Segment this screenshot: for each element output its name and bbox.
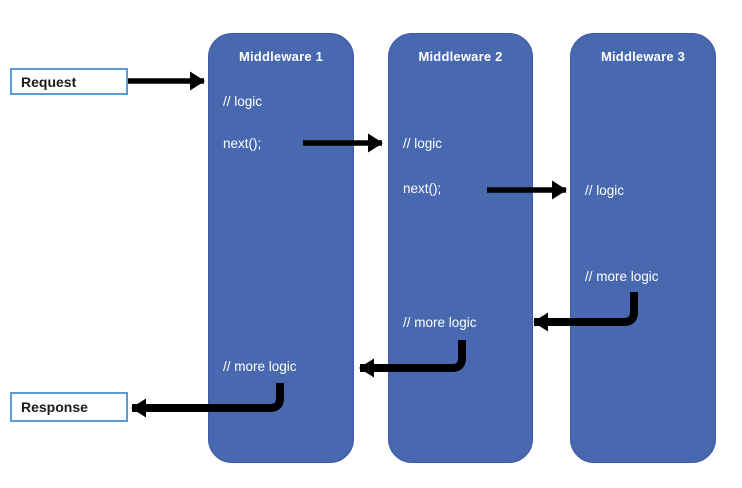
middleware-3-more-logic: // more logic (585, 269, 659, 284)
response-label: Response (21, 399, 88, 415)
middleware-3-logic: // logic (585, 183, 625, 198)
middleware-1-box: Middleware 1 // logic next(); // more lo… (208, 33, 354, 463)
request-label: Request (21, 73, 77, 90)
middleware-1-logic: // logic (223, 94, 263, 109)
middleware-2-title: Middleware 2 (418, 49, 503, 64)
middleware-3-title: Middleware 3 (600, 49, 686, 64)
middleware-2-next: next(); (403, 181, 442, 196)
middleware-2-more-logic: // more logic (403, 315, 477, 330)
middleware-1-title: Middleware 1 (238, 49, 324, 64)
middleware-3-box: Middleware 3 // logic // more logic (570, 33, 716, 463)
request-box: Request (10, 68, 128, 95)
middleware-2-box: Middleware 2 // logic next(); // more lo… (388, 33, 533, 463)
response-box: Response (10, 392, 128, 422)
middleware-1-next: next(); (223, 136, 262, 151)
middleware-2-logic: // logic (403, 136, 443, 151)
middleware-1-more-logic: // more logic (223, 359, 297, 374)
